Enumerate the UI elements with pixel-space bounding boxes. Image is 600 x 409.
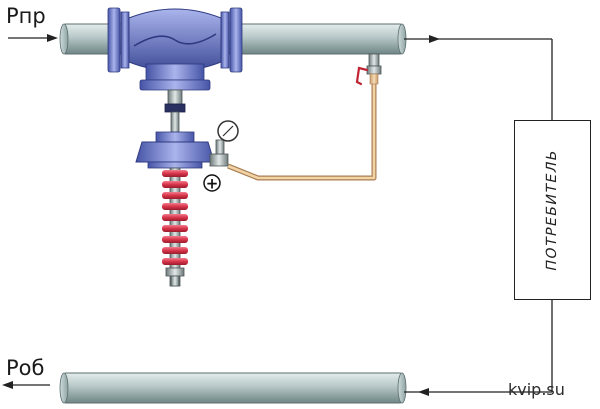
plus-marker: + bbox=[203, 174, 221, 193]
inlet-pressure-label: Рпр bbox=[6, 4, 46, 28]
inlet-arrow bbox=[8, 34, 58, 42]
diaphragm-chamber bbox=[135, 131, 215, 169]
watermark: kvip.su bbox=[508, 380, 565, 399]
consumer-loop-line bbox=[404, 35, 553, 396]
impulse-tube bbox=[227, 84, 377, 181]
needle-valve-icon bbox=[355, 53, 382, 86]
consumer-box bbox=[514, 120, 591, 300]
return-pressure-label: Роб bbox=[6, 356, 45, 380]
return-outlet-arrow bbox=[2, 381, 50, 389]
consumer-label: ПОТРЕБИТЕЛЬ bbox=[544, 147, 560, 273]
plus-sign: + bbox=[206, 175, 219, 193]
setting-spring bbox=[162, 167, 188, 287]
regulator-valve bbox=[107, 7, 243, 91]
regulator-stem bbox=[164, 89, 186, 133]
pressure-gauge-icon bbox=[209, 120, 239, 167]
return-pipe bbox=[59, 372, 407, 404]
